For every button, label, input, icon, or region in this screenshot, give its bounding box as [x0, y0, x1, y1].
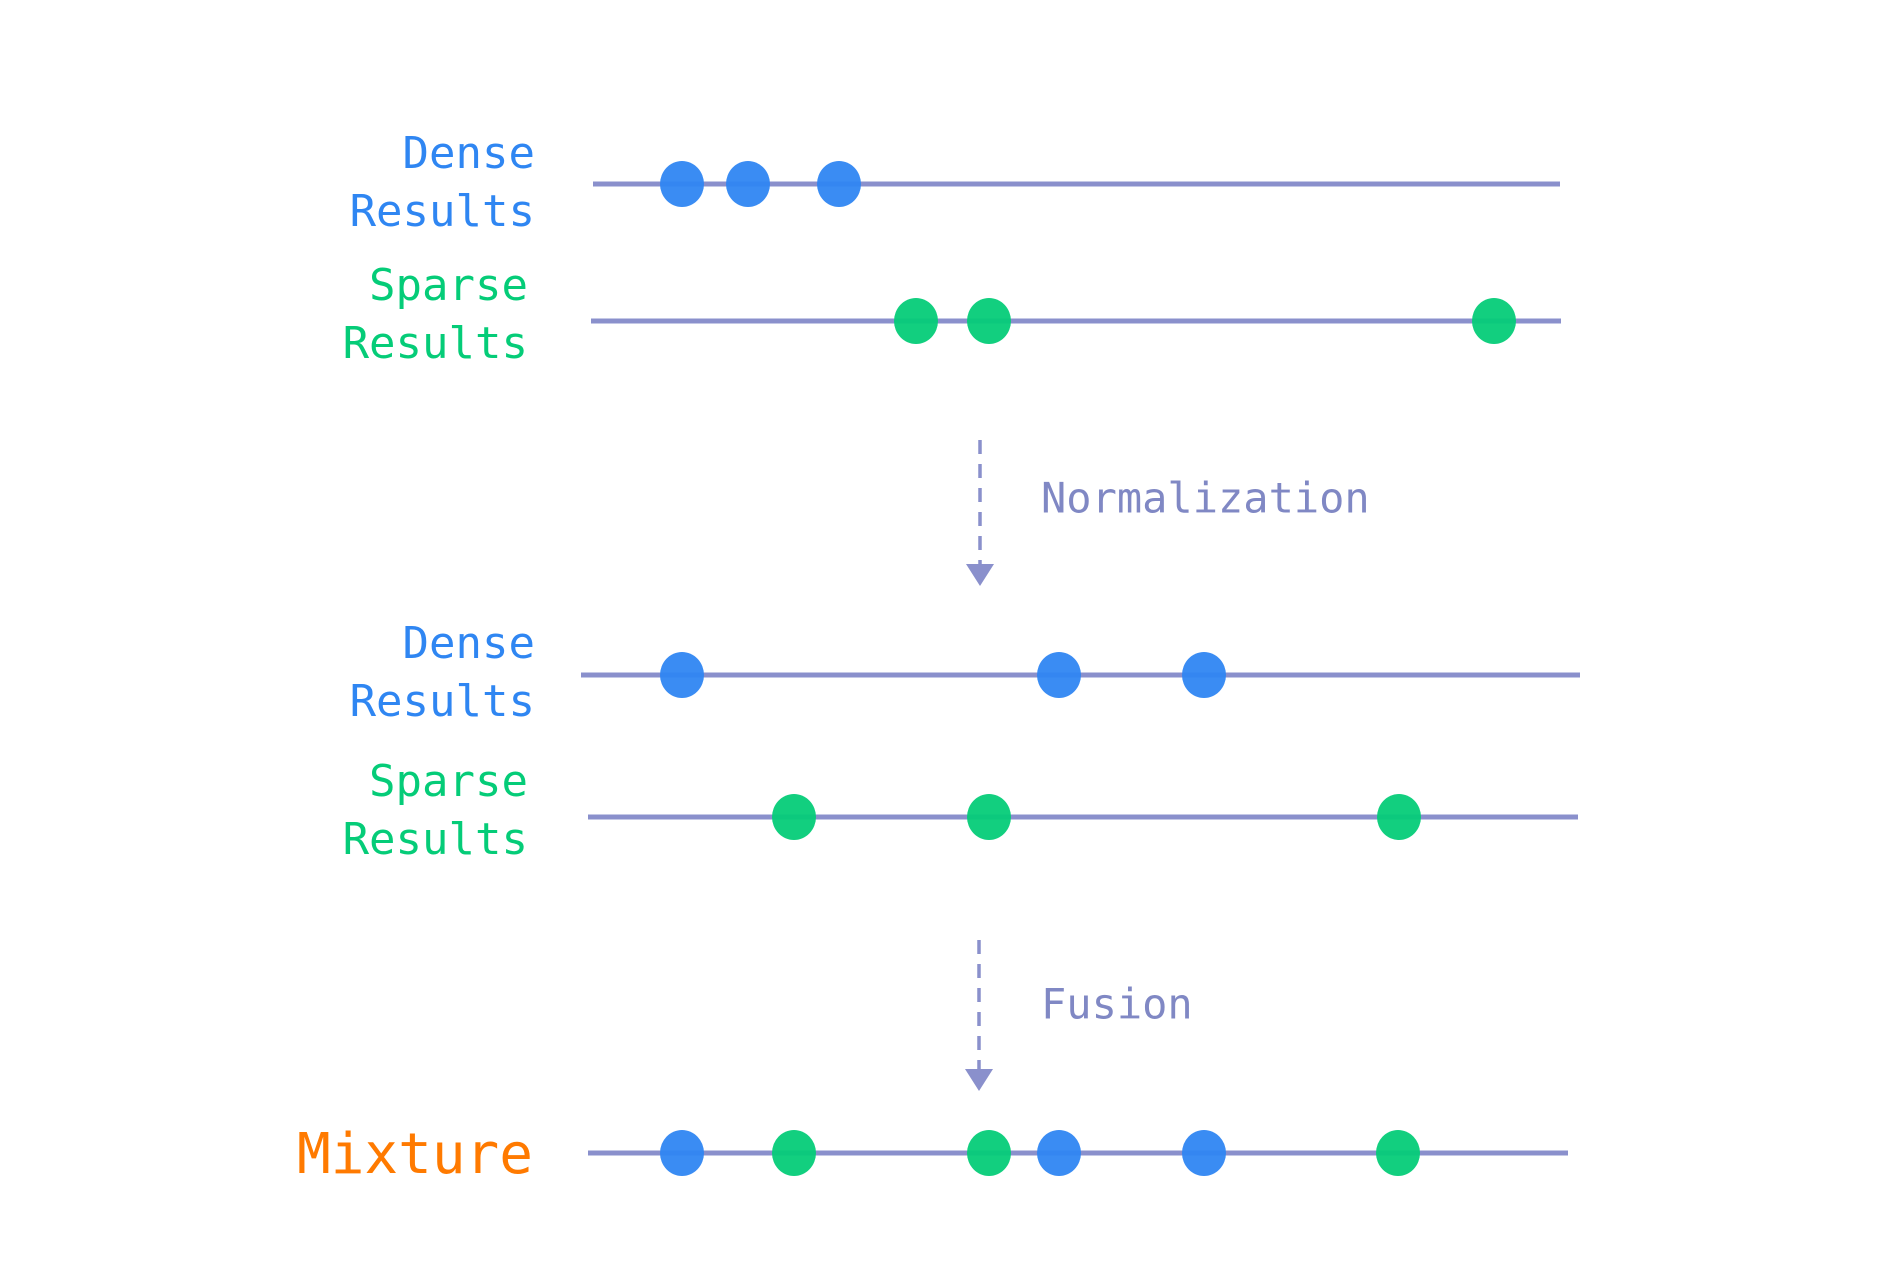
sparse-result-dot — [772, 794, 816, 840]
label-line-2: Results — [349, 186, 535, 237]
label-line-1: Dense — [402, 618, 535, 669]
row-label-dense-raw: Dense Results — [350, 125, 535, 241]
sparse-result-dot — [894, 298, 938, 344]
label-line-2: Results — [349, 676, 535, 727]
label-line-1: Sparse — [369, 260, 528, 311]
dense-result-dot — [1182, 652, 1226, 698]
sparse-result-dot — [967, 298, 1011, 344]
dense-result-dot — [1037, 652, 1081, 698]
dense-result-dot — [1037, 1130, 1081, 1176]
arrow-down-icon — [965, 1069, 993, 1091]
dense-result-dot — [817, 161, 861, 207]
sparse-result-dot — [1377, 794, 1421, 840]
sparse-result-dot — [967, 794, 1011, 840]
label-line-1: Sparse — [369, 756, 528, 807]
row-label-dense-normalized: Dense Results — [350, 615, 535, 731]
arrow-down-icon — [966, 564, 994, 586]
sparse-result-dot — [772, 1130, 816, 1176]
dense-result-dot — [660, 161, 704, 207]
label-line-2: Results — [342, 318, 528, 369]
label-line-1: Dense — [402, 128, 535, 179]
label-line-2: Results — [342, 814, 528, 865]
dense-result-dot — [726, 161, 770, 207]
dense-result-dot — [660, 652, 704, 698]
dense-result-dot — [660, 1130, 704, 1176]
sparse-result-dot — [967, 1130, 1011, 1176]
row-label-sparse-raw: Sparse Results — [343, 257, 528, 373]
sparse-result-dot — [1376, 1130, 1420, 1176]
sparse-result-dot — [1472, 298, 1516, 344]
row-label-sparse-normalized: Sparse Results — [343, 753, 528, 869]
step-label-normalization: Normalization — [1041, 473, 1370, 523]
row-label-mixture: Mixture — [296, 1122, 533, 1187]
step-label-fusion: Fusion — [1041, 979, 1193, 1029]
dense-result-dot — [1182, 1130, 1226, 1176]
